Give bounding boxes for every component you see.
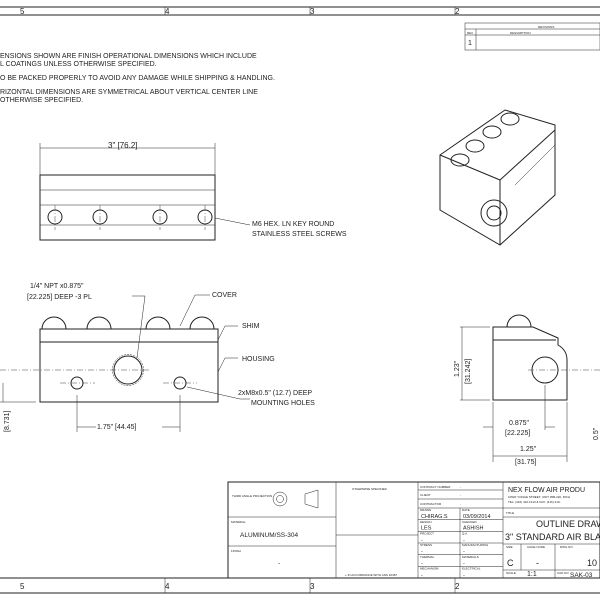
zone-label: 5 xyxy=(20,7,25,16)
contractor-value: - xyxy=(460,502,461,506)
zone-label: 2 xyxy=(455,7,460,16)
screw-note: STAINLESS STEEL SCREWS xyxy=(252,231,347,238)
note-line: O BE PACKED PROPERLY TO AVOID ANY DAMAGE… xyxy=(0,75,275,82)
description-header: DESCRIPTION xyxy=(510,31,531,35)
project-value: - xyxy=(421,537,423,543)
port-note: [22.225] DEEP -3 PL xyxy=(27,294,92,301)
drawing-title: OUTLINE DRAW xyxy=(536,519,600,529)
contract-label: CONTRACT NUMBER xyxy=(420,485,451,489)
port-dimension: [22.225] xyxy=(505,430,530,437)
general-notes: ENSIONS SHOWN ARE FINISH OPERATIONAL DIM… xyxy=(0,53,275,104)
stress-label: STRESS xyxy=(420,543,432,547)
width-dimension: [31.75] xyxy=(515,459,536,466)
rev-number: 1 xyxy=(468,40,472,47)
mfg-value: - xyxy=(463,549,465,555)
otherwise-label: OTHERWISE SPECIFIED xyxy=(352,487,388,491)
zone-label: 4 xyxy=(165,582,170,591)
material-value: ALUMINUM/SS-304 xyxy=(240,532,299,539)
cage-value: - xyxy=(536,558,539,568)
height-dimension: [31.242] xyxy=(465,359,472,384)
port-dimension: 0.875" xyxy=(509,420,530,427)
drawn-label: DRAWN xyxy=(420,508,431,512)
revisions-table: REVISIONS REV DESCRIPTION 1 xyxy=(464,22,600,51)
cad-label: CAD NO xyxy=(557,571,569,575)
dwg-label: DWG NO xyxy=(560,545,573,549)
design-label: DESIGN xyxy=(420,520,432,524)
drawing-title: 3" STANDARD AIR BLA xyxy=(505,532,600,542)
width-dimension: 1.25" xyxy=(520,446,537,453)
housing-label: HOUSING xyxy=(242,356,275,363)
finish-label: FINISH xyxy=(231,549,241,553)
isometric-view xyxy=(439,109,556,246)
mech-value: - xyxy=(421,572,423,578)
shim-label: SHIM xyxy=(242,323,260,330)
note-line: ENSIONS SHOWN ARE FINISH OPERATIONAL DIM… xyxy=(0,53,257,60)
note-line: RIZONTAL DIMENSIONS ARE SYMMETRICAL ABOU… xyxy=(0,89,258,96)
thermal-value: - xyxy=(421,561,423,567)
project-label: PROJECT xyxy=(420,532,434,536)
zone-label: 3 xyxy=(310,7,315,16)
title-block: THIRD ANGLE PROJECTION OTHERWISE SPECIFI… xyxy=(227,481,600,579)
company-address: 10520 YONGE STREET, UNIT 35B-220, RICH xyxy=(508,495,570,499)
zone-label: 4 xyxy=(165,7,170,16)
note-line: L COATINGS UNLESS OTHERWISE SPECIFIED. xyxy=(0,61,157,68)
client-label: CLIENT xyxy=(420,493,431,497)
size-value: C xyxy=(507,558,514,568)
right-dimension: 0.5" xyxy=(593,427,600,440)
contractor-label: CONTRACTOR xyxy=(420,502,442,506)
height-dimension: 1.23" xyxy=(454,360,461,377)
checked-value: ASHISH xyxy=(463,526,484,532)
scale-value: 1:1 xyxy=(527,571,537,578)
thermal-label: THERMAL xyxy=(420,555,435,559)
checked-label: CHECKED xyxy=(462,520,478,524)
client-value: - xyxy=(460,493,461,497)
materials-label: MATERIALS xyxy=(462,555,479,559)
side-view: 1.23" [31.242] 0.875" [22.225] 1.25" [31… xyxy=(454,314,600,466)
mfg-label: MANUFACTURING xyxy=(462,543,489,547)
rev-header: REV xyxy=(467,31,473,35)
elec-label: ELECTRICAL xyxy=(462,567,481,571)
title-label: TITLE xyxy=(506,511,514,515)
size-label: SIZE xyxy=(506,545,513,549)
mount-note: MOUNTING HOLES xyxy=(251,400,315,407)
qa-value: - xyxy=(463,537,465,543)
date-value: 03/09/2014 xyxy=(463,514,491,520)
materials-value: - xyxy=(463,561,465,567)
mech-label: MECHANISM xyxy=(420,567,439,571)
dwg-number: 10 xyxy=(587,558,597,568)
mount-note: 2xM8x0.5" (12.7) DEEP xyxy=(238,390,312,397)
hole-spacing-dimension: 1.75" [44.45] xyxy=(97,424,137,431)
cage-label: CAGE CODE xyxy=(527,545,545,549)
company-name: NEX FLOW AIR PRODU xyxy=(508,487,585,494)
scale-label: SCALE xyxy=(506,571,516,575)
qa-label: Q.A. xyxy=(462,532,468,536)
zone-label: 3 xyxy=(310,582,315,591)
company-phone: TEL: (416) 410-1313 & FAX: (416) 410- xyxy=(508,500,561,504)
port-note: 1/4" NPT x0.875" xyxy=(30,283,84,290)
screw-note: M6 HEX. LN KEY ROUND xyxy=(252,221,334,228)
drawn-value: CHIRAG.S xyxy=(421,514,448,520)
finish-value: - xyxy=(278,560,280,567)
cad-number: SAK-03 xyxy=(570,572,593,579)
accordance-note: + IN ACCORDANCE WITH ANS 10387 xyxy=(345,573,397,577)
stress-value: - xyxy=(421,549,423,555)
date-label: DATE xyxy=(462,508,470,512)
projection-label: THIRD ANGLE PROJECTION xyxy=(232,494,272,498)
left-dimension: [8.731] xyxy=(4,411,11,432)
zone-label: 5 xyxy=(20,582,25,591)
material-label: MATERIAL xyxy=(231,520,246,524)
note-line: OTHERWISE SPECIFIED. xyxy=(0,97,83,104)
width-dimension: 3" [76.2] xyxy=(108,141,138,150)
revisions-title: REVISIONS xyxy=(538,25,554,29)
zone-label: 2 xyxy=(455,582,460,591)
elec-value: - xyxy=(463,572,465,578)
front-view: 1/4" NPT x0.875" [22.225] DEEP -3 PL COV… xyxy=(0,283,315,432)
top-view: 3" [76.2] M6 HEX. LN KEY ROUND STAINLESS… xyxy=(39,141,347,241)
design-value: LES xyxy=(421,526,432,532)
contract-value: - xyxy=(460,485,461,489)
cover-label: COVER xyxy=(212,292,237,299)
